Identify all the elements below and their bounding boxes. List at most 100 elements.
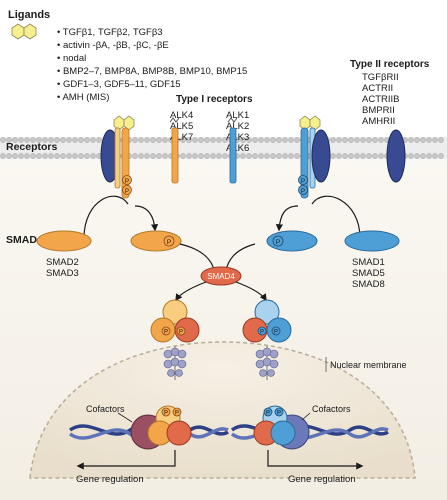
- smad2-3-phospho: [163, 235, 175, 247]
- lipid-head: [348, 137, 354, 143]
- lipid-head: [54, 137, 60, 143]
- complex-arrow-left: [175, 281, 207, 302]
- lipid-head: [48, 137, 54, 143]
- cofactors-right-label: Cofactors: [312, 404, 351, 414]
- ligand-item-bmp: • BMP2–7, BMP8A, BMP8B, BMP10, BMP15: [57, 66, 247, 77]
- gene-regulation-left: Gene regulation: [76, 450, 176, 485]
- lipid-head: [378, 137, 384, 143]
- smads-label: SMADs: [6, 234, 43, 246]
- ligand-item-activin: • activin -βA, -βB, -βC, -βE: [57, 40, 169, 51]
- lipid-head: [288, 153, 294, 159]
- type1-heading: Type I receptors: [176, 94, 253, 105]
- lipid-head: [48, 153, 54, 159]
- smad2-3-p-label: P: [167, 239, 171, 246]
- type2-heading: Type II receptors: [350, 59, 430, 70]
- gene-regulation-right: Gene regulation: [267, 450, 364, 485]
- ligand-item-nodal: • nodal: [57, 53, 86, 64]
- lipid-head: [342, 153, 348, 159]
- smad1-5-8-inactive: [344, 230, 400, 252]
- nuclear-membrane-label: Nuclear membrane: [330, 360, 407, 370]
- ligand-item-amh: • AMH (MIS): [57, 92, 109, 103]
- lipid-head: [180, 137, 186, 143]
- alk1-label: ALK1: [226, 110, 249, 121]
- actriib-label: ACTRIIB: [362, 94, 399, 105]
- lipid-head: [72, 137, 78, 143]
- right-receptor-phospho-1: [298, 175, 308, 185]
- left-phosphorylation-arrow: [134, 205, 159, 232]
- lipid-head: [138, 137, 144, 143]
- smad1-5-8-phospho: [272, 235, 284, 247]
- lipid-head: [222, 153, 228, 159]
- lipid-head: [78, 137, 84, 143]
- membrane-heads-outer: [0, 137, 444, 143]
- smad1-label: SMAD1: [352, 257, 385, 268]
- lipid-head: [138, 153, 144, 159]
- lipid-head: [354, 153, 360, 159]
- smad8-label: SMAD8: [352, 279, 385, 290]
- lipid-head: [378, 153, 384, 159]
- lipid-head: [36, 137, 42, 143]
- nuclear-pore-left: [163, 346, 187, 380]
- right-receptor-p1-label: P: [301, 179, 305, 185]
- lipid-head: [66, 153, 72, 159]
- cofactors-left-label: Cofactors: [86, 404, 125, 414]
- lipid-head: [420, 153, 426, 159]
- right-bound-ligand: [299, 115, 321, 131]
- alk2-label: ALK2: [226, 121, 249, 132]
- lipid-head: [216, 137, 222, 143]
- lipid-head: [78, 153, 84, 159]
- lipid-head: [90, 153, 96, 159]
- lipid-head: [66, 137, 72, 143]
- smad4-protein: [200, 266, 242, 286]
- nuclear-pore-right: [255, 346, 279, 380]
- lipid-head: [342, 137, 348, 143]
- left-nuclear-complex: P P: [130, 405, 192, 450]
- lipid-head: [216, 153, 222, 159]
- left-nuclear-p2: P: [175, 411, 179, 417]
- lipid-head: [30, 137, 36, 143]
- lipid-head: [54, 153, 60, 159]
- lipid-head: [240, 153, 246, 159]
- right-complex-p1: P: [260, 330, 264, 336]
- alk4-label: ALK4: [170, 110, 193, 121]
- lipid-head: [186, 153, 192, 159]
- lipid-head: [24, 153, 30, 159]
- lipid-head: [438, 137, 444, 143]
- lipid-head: [414, 153, 420, 159]
- ligand-item-tgfb: • TGFβ1, TGFβ2, TGFβ3: [57, 27, 163, 38]
- lipid-head: [330, 137, 336, 143]
- lipid-head: [162, 153, 168, 159]
- lipid-head: [222, 137, 228, 143]
- lipid-head: [252, 153, 258, 159]
- lipid-head: [144, 137, 150, 143]
- lipid-head: [156, 153, 162, 159]
- cofactors-right-leader: [301, 412, 311, 421]
- right-phosphorylation-arrow: [275, 205, 299, 232]
- receptors-label: Receptors: [6, 141, 58, 153]
- nucleus: [29, 341, 416, 479]
- left-complex-p1: P: [164, 330, 168, 336]
- smad1-5-8-p-label: P: [276, 239, 280, 246]
- lipid-head: [408, 137, 414, 143]
- gene-regulation-right-arrow: [267, 450, 364, 470]
- lipid-head: [156, 137, 162, 143]
- ligand-dimer-icon: [11, 23, 37, 40]
- complex-arrow-right: [235, 281, 267, 302]
- lipid-head: [192, 137, 198, 143]
- lipid-head: [240, 137, 246, 143]
- lipid-head: [84, 153, 90, 159]
- lipid-head: [132, 137, 138, 143]
- right-receptor-complex: P P: [298, 115, 331, 199]
- gene-regulation-left-arrow: [76, 450, 176, 470]
- lipid-head: [198, 137, 204, 143]
- lipid-head: [12, 153, 18, 159]
- alk5-label: ALK5: [170, 121, 193, 132]
- lipid-head: [6, 137, 12, 143]
- lipid-head: [258, 137, 264, 143]
- lipid-head: [360, 153, 366, 159]
- lipid-head: [30, 153, 36, 159]
- lipid-head: [372, 137, 378, 143]
- alk6-label: ALK6: [226, 143, 249, 154]
- lipid-head: [336, 153, 342, 159]
